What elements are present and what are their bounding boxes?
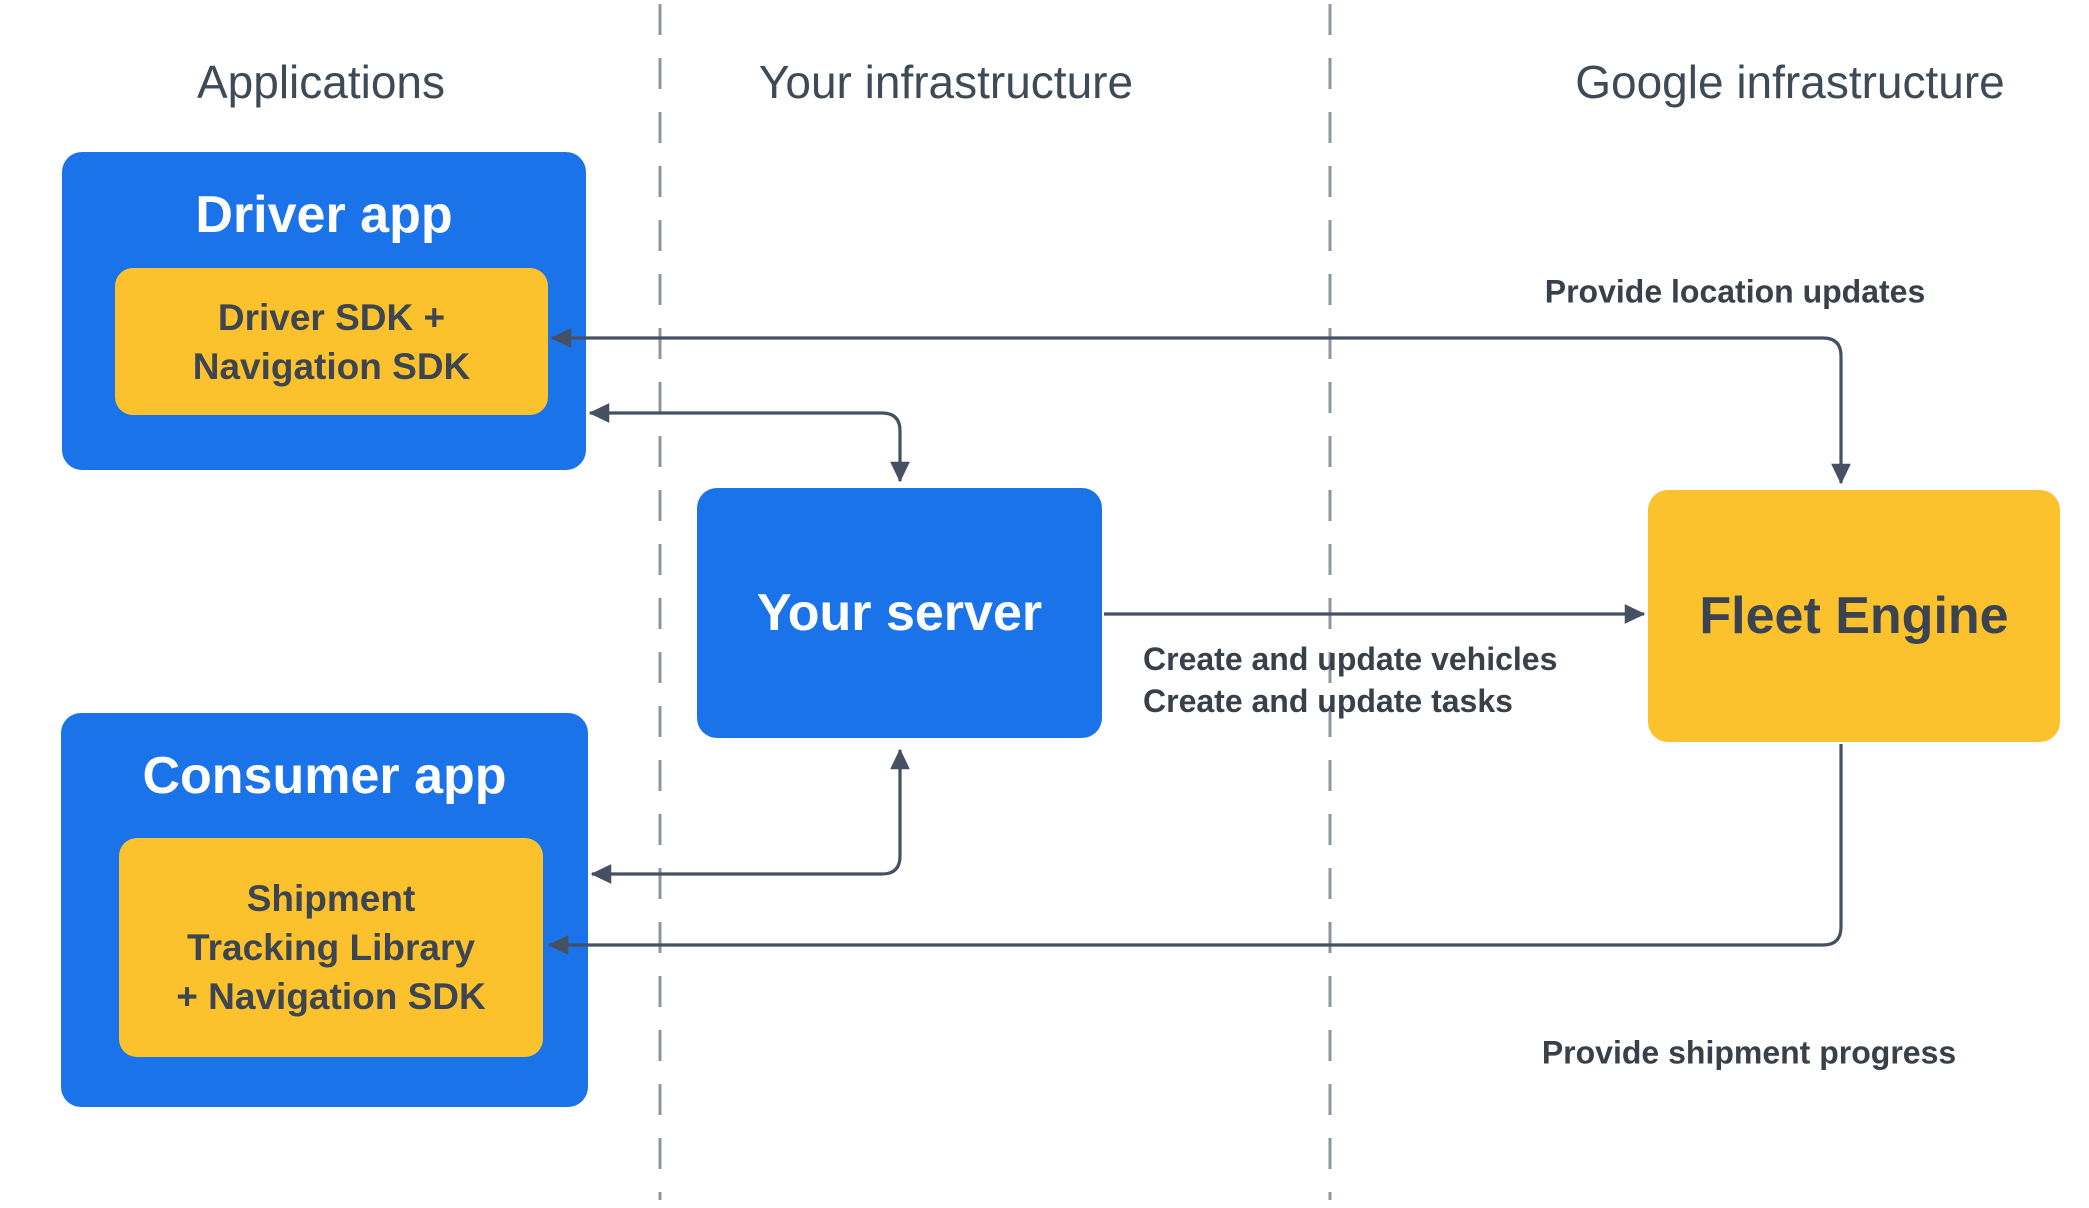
driver-sdk-label-line: Navigation SDK <box>192 345 471 387</box>
consumer-app-box: Consumer app Shipment Tracking Library +… <box>61 713 588 1107</box>
edge-label-create-update-vehicles: Create and update vehicles <box>1143 641 1558 677</box>
shipment-tracking-label-line: + Navigation SDK <box>176 976 486 1017</box>
edge-label-create-and-update: Create and update vehicles Create and up… <box>1143 638 1557 722</box>
column-heading-google-infrastructure: Google infrastructure <box>1575 56 2005 108</box>
your-server-title: Your server <box>756 584 1043 642</box>
your-server-box: Your server <box>697 488 1102 738</box>
driver-app-title: Driver app <box>195 186 453 244</box>
edge-fleet-engine-shipment-tracking <box>547 744 1843 955</box>
driver-sdk-box: Driver SDK + Navigation SDK <box>115 268 548 415</box>
column-heading-applications: Applications <box>196 56 446 108</box>
edge-driver-app-your-server <box>588 403 910 483</box>
column-heading-your-infrastructure: Your infrastructure <box>758 56 1134 108</box>
shipment-tracking-label-line: Shipment <box>246 878 416 919</box>
edge-label-provide-shipment-progress: Provide shipment progress <box>1541 1034 1957 1071</box>
edge-label-create-update-tasks: Create and update tasks <box>1143 683 1513 719</box>
fleet-engine-title: Fleet Engine <box>1699 587 2009 645</box>
shipment-tracking-library-box: Shipment Tracking Library + Navigation S… <box>119 838 543 1057</box>
edge-label-provide-location-updates: Provide location updates <box>1544 273 1926 310</box>
consumer-app-title: Consumer app <box>142 747 507 805</box>
driver-sdk-label-line: Driver SDK + <box>217 296 446 338</box>
shipment-tracking-label-line: Tracking Library <box>187 927 475 968</box>
edge-driver-sdk-fleet-engine <box>550 328 1851 485</box>
edge-your-server-consumer-app <box>590 748 910 884</box>
driver-app-box: Driver app Driver SDK + Navigation SDK <box>62 152 586 470</box>
fleet-engine-box: Fleet Engine <box>1648 490 2060 742</box>
